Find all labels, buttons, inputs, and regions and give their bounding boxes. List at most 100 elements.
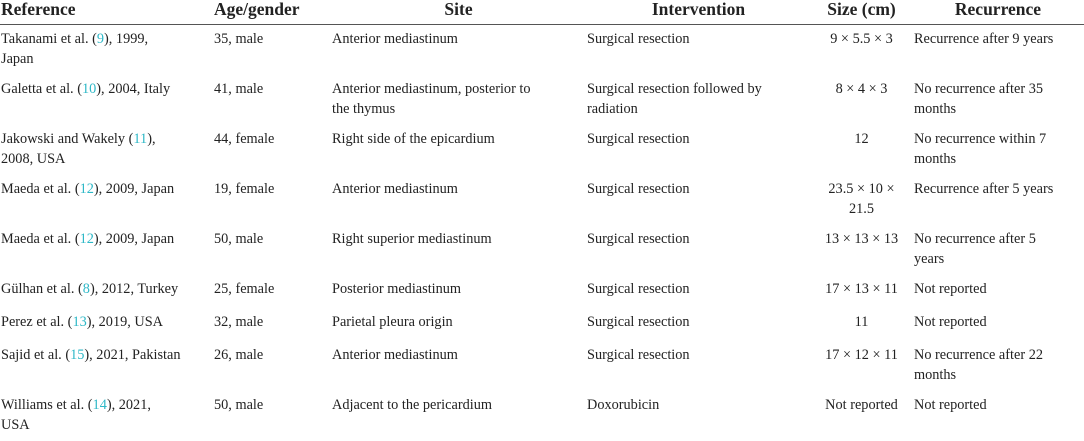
- recurrence-text: Not reported: [914, 281, 987, 297]
- cell-intervention: Surgical resection: [586, 341, 811, 391]
- cell-recurrence: Recurrence after 9 years: [912, 25, 1084, 76]
- cell-intervention: Surgical resection: [586, 25, 811, 76]
- age-gender-text: 44, female: [214, 131, 275, 147]
- cell-site: Adjacent to the pericardium: [331, 391, 586, 441]
- cell-reference: Jakowski and Wakely (11),2008, USA: [0, 125, 213, 175]
- reference-number-link[interactable]: 11: [133, 131, 148, 147]
- cell-site: Parietal pleura origin: [331, 308, 586, 341]
- table-header: Reference Age/gender Site Intervention S…: [0, 0, 1084, 25]
- age-gender-text: 26, male: [214, 347, 264, 363]
- cell-reference: Maeda et al. (12), 2009, Japan: [0, 225, 213, 275]
- reference-number-link[interactable]: 10: [81, 81, 97, 97]
- reference-number-link[interactable]: 14: [92, 397, 107, 413]
- cell-site: Posterior mediastinum: [331, 275, 586, 308]
- cell-reference: Galetta et al. (10), 2004, Italy: [0, 75, 213, 125]
- cell-size: 17 × 12 × 11: [811, 341, 912, 391]
- cell-recurrence: Not reported: [912, 275, 1084, 308]
- cell-age-gender: 41, male: [213, 75, 331, 125]
- cell-intervention: Surgical resection: [586, 175, 811, 225]
- reference-text-end: ), 2021,: [106, 397, 151, 413]
- intervention-text: Surgical resection: [587, 314, 690, 330]
- reference-number-link[interactable]: 8: [82, 281, 90, 297]
- reference-number-link[interactable]: 15: [70, 347, 85, 363]
- cell-age-gender: 50, male: [213, 391, 331, 441]
- table-row: Perez et al. (13), 2019, USA 32, male Pa…: [0, 308, 1084, 341]
- table-row: Williams et al. (14), 2021,USA 50, male …: [0, 391, 1084, 441]
- cell-recurrence: Not reported: [912, 308, 1084, 341]
- size-text: 17 × 12 × 11: [825, 347, 898, 363]
- size-text: 17 × 13 × 11: [825, 281, 898, 297]
- reference-text-start: Perez et al. (: [1, 314, 73, 330]
- cell-age-gender: 19, female: [213, 175, 331, 225]
- table-row: Sajid et al. (15), 2021, Pakistan 26, ma…: [0, 341, 1084, 391]
- cell-reference: Williams et al. (14), 2021,USA: [0, 391, 213, 441]
- size-text: Not reported: [825, 397, 898, 413]
- reference-text-start: Gülhan et al. (: [1, 281, 83, 297]
- cell-intervention: Surgical resection: [586, 125, 811, 175]
- cell-recurrence: Recurrence after 5 years: [912, 175, 1084, 225]
- recurrence-text-line2: months: [914, 367, 957, 383]
- reference-number-link[interactable]: 13: [72, 314, 87, 330]
- site-text: Anterior mediastinum, posterior to: [332, 81, 531, 97]
- size-text: 9 × 5.5 × 3: [830, 31, 893, 47]
- reference-text-end: ), 2019, USA: [86, 314, 164, 330]
- cell-size: 23.5 × 10 ×21.5: [811, 175, 912, 225]
- reference-number-link[interactable]: 12: [79, 181, 94, 197]
- reference-text-end: ),: [147, 131, 156, 147]
- site-text: Parietal pleura origin: [332, 314, 453, 330]
- age-gender-text: 50, male: [214, 231, 264, 247]
- recurrence-text: No recurrence within 7: [914, 131, 1047, 147]
- cell-intervention: Surgical resection: [586, 308, 811, 341]
- recurrence-text-line2: months: [914, 151, 957, 167]
- header-recurrence: Recurrence: [912, 0, 1084, 25]
- site-text: Anterior mediastinum: [332, 347, 458, 363]
- cell-site: Anterior mediastinum: [331, 175, 586, 225]
- reference-text-line2: Japan: [1, 51, 34, 67]
- reference-text-end: ), 2009, Japan: [93, 181, 175, 197]
- cell-size: 9 × 5.5 × 3: [811, 25, 912, 76]
- header-reference: Reference: [0, 0, 213, 25]
- reference-text-end: ), 2004, Italy: [96, 81, 171, 97]
- cell-site: Anterior mediastinum: [331, 25, 586, 76]
- cell-site: Right superior mediastinum: [331, 225, 586, 275]
- header-size: Size (cm): [811, 0, 912, 25]
- intervention-text: Surgical resection: [587, 231, 690, 247]
- header-intervention: Intervention: [586, 0, 811, 25]
- cell-age-gender: 26, male: [213, 341, 331, 391]
- cell-site: Right side of the epicardium: [331, 125, 586, 175]
- intervention-text: Surgical resection: [587, 181, 690, 197]
- size-text: 11: [854, 314, 869, 330]
- reference-text-end: ), 1999,: [104, 31, 149, 47]
- table-row: Takanami et al. (9), 1999,Japan 35, male…: [0, 25, 1084, 76]
- age-gender-text: 25, female: [214, 281, 275, 297]
- reference-text-end: ), 2021, Pakistan: [84, 347, 181, 363]
- size-text: 12: [854, 131, 869, 147]
- cell-intervention: Doxorubicin: [586, 391, 811, 441]
- age-gender-text: 35, male: [214, 31, 264, 47]
- age-gender-text: 41, male: [214, 81, 264, 97]
- reference-number-link[interactable]: 9: [96, 31, 105, 47]
- size-text: 8 × 4 × 3: [835, 81, 888, 97]
- reference-number-link[interactable]: 12: [79, 231, 94, 247]
- recurrence-text-line2: months: [914, 101, 957, 117]
- reference-text-start: Sajid et al. (: [1, 347, 71, 363]
- site-text: Anterior mediastinum: [332, 31, 458, 47]
- table-body: Takanami et al. (9), 1999,Japan 35, male…: [0, 25, 1084, 441]
- recurrence-text: Not reported: [914, 397, 987, 413]
- cell-size: 13 × 13 × 13: [811, 225, 912, 275]
- site-text: Right side of the epicardium: [332, 131, 495, 147]
- recurrence-text: No recurrence after 35: [914, 81, 1043, 97]
- site-text: Adjacent to the pericardium: [332, 397, 492, 413]
- recurrence-text: Recurrence after 9 years: [914, 31, 1054, 47]
- reference-text-start: Maeda et al. (: [1, 181, 80, 197]
- intervention-text: Surgical resection: [587, 131, 690, 147]
- table-row: Galetta et al. (10), 2004, Italy 41, mal…: [0, 75, 1084, 125]
- age-gender-text: 32, male: [214, 314, 264, 330]
- cell-reference: Takanami et al. (9), 1999,Japan: [0, 25, 213, 76]
- recurrence-text: Recurrence after 5 years: [914, 181, 1054, 197]
- table-row: Gülhan et al. (8), 2012, Turkey 25, fema…: [0, 275, 1084, 308]
